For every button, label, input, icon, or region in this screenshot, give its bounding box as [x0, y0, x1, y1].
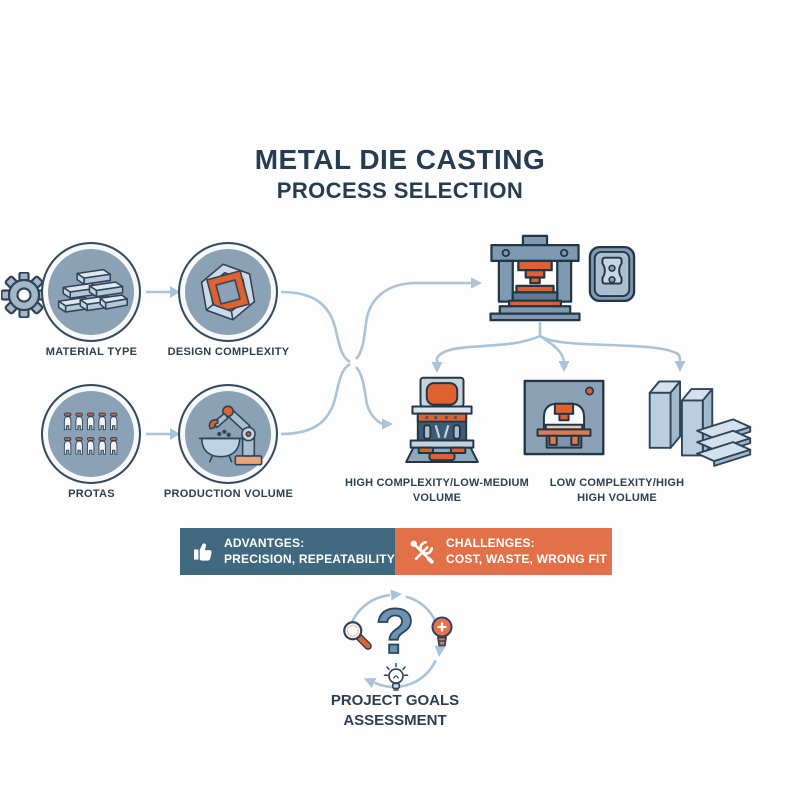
cold-chamber-machine-icon [522, 378, 606, 457]
node-protas: PROTAS [41, 384, 142, 500]
idea-bulb-icon [430, 616, 454, 650]
assessment-line2: ASSESSMENT [343, 711, 447, 729]
title-line1: METAL DIE CASTING [254, 144, 546, 175]
page-title: METAL DIE CASTING PROCESS SELECTION [0, 144, 800, 204]
material-type-label: MATERIAL TYPE [45, 346, 138, 358]
material-type-circle [41, 242, 141, 342]
protas-circle [41, 384, 141, 484]
question-mark-icon: ? [372, 602, 418, 666]
advantages-text: ADVANTGES: PRECISION, REPEATABILITY [224, 536, 395, 567]
design-complexity-label: DESIGN COMPLEXITY [167, 346, 290, 358]
connector-lines [146, 281, 682, 436]
node-production-volume: PRODUCTION VOLUME [164, 384, 293, 500]
parts-grid-icon [63, 412, 118, 455]
connector-arrowheads [170, 277, 686, 440]
mold-die-icon [588, 245, 636, 303]
assessment-label: PROJECT GOALS ASSESSMENT [305, 691, 485, 730]
die-casting-press-icon [484, 234, 586, 322]
protas-label: PROTAS [68, 488, 115, 500]
thumbs-up-icon [194, 543, 212, 561]
robot-arm-crucible-icon [198, 405, 263, 466]
outcome-label-low-complexity: LOW COMPLEXITY/HIGH HIGH VOLUME [549, 477, 685, 504]
advantages-heading: ADVANTGES: [223, 535, 305, 550]
design-complexity-circle [178, 242, 278, 342]
challenges-detail: COST, WASTE, WRONG FIT [446, 551, 608, 566]
node-material-type: MATERIAL TYPE [41, 242, 142, 358]
challenges-banner: CHALLENGES: COST, WASTE, WRONG FIT [395, 528, 612, 575]
advantages-banner: ADVANTGES: PRECISION, REPEATABILITY [180, 528, 395, 575]
challenges-text: CHALLENGES: COST, WASTE, WRONG FIT [446, 536, 607, 567]
assessment-line1: PROJECT GOALS [330, 692, 460, 709]
challenges-heading: CHALLENGES: [446, 535, 535, 550]
advantages-detail: PRECISION, REPEATABILITY [223, 551, 395, 566]
interlocked-shapes-icon [200, 263, 256, 321]
hot-chamber-machine-icon [399, 374, 485, 464]
production-volume-label: PRODUCTION VOLUME [163, 488, 294, 500]
node-design-complexity: DESIGN COMPLEXITY [168, 242, 289, 358]
metal-stock-icon [644, 368, 754, 467]
crossed-tools-icon [410, 540, 434, 564]
metal-ingots-icon [57, 268, 128, 313]
production-volume-circle [178, 384, 278, 484]
question-mark-glyph: ? [375, 602, 414, 666]
outcome-label-high-complexity: HIGH COMPLEXITY/LOW-MEDIUM VOLUME [344, 477, 530, 504]
sketch-bulb-icon [381, 662, 411, 695]
title-line2: PROCESS SELECTION [276, 178, 524, 203]
banner: ADVANTGES: PRECISION, REPEATABILITY CHAL… [180, 528, 612, 575]
magnifier-icon [340, 618, 374, 652]
